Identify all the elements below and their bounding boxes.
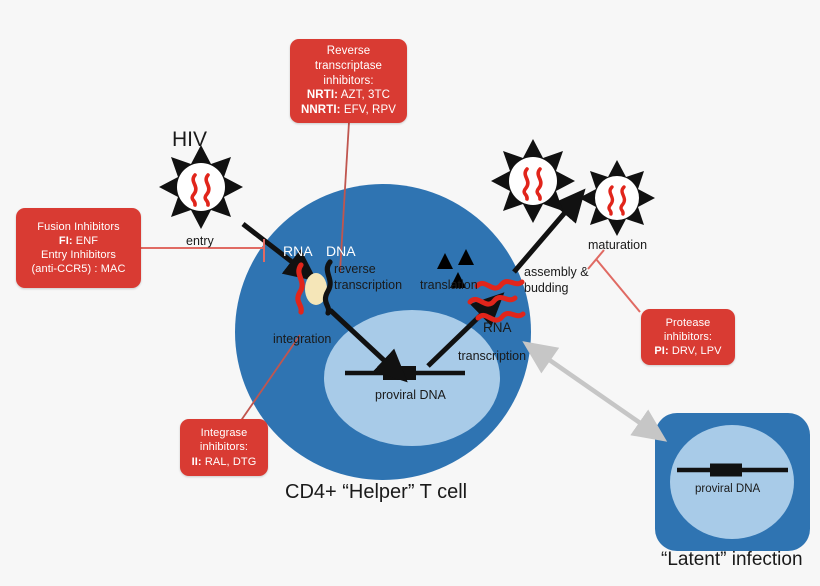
label-integration: integration <box>273 332 332 346</box>
rti-nnrti-entry: NNRTI: EFV, RPV <box>301 103 396 118</box>
fi-line-1: Fusion Inhibitors <box>37 220 120 233</box>
pi-entry: PI: DRV, LPV <box>654 344 721 358</box>
label-rna-entering: RNA <box>283 243 313 259</box>
nnrti-class-label: NNRTI: <box>300 104 341 117</box>
cd4-cell-label: CD4+ “Helper” T cell <box>285 481 468 503</box>
nrti-class-label: NRTI: <box>306 89 339 102</box>
nrti-drugs: AZT, 3TC <box>338 89 391 102</box>
ii-line-2: inhibitors: <box>199 441 249 454</box>
rti-nrti-entry: NRTI: AZT, 3TC <box>307 88 390 103</box>
label-rna-cytoplasm: RNA <box>483 320 512 335</box>
pi-drugs: DRV, LPV <box>668 345 722 358</box>
transcription-arrow <box>426 292 505 368</box>
entry-arrow <box>241 222 318 282</box>
label-entry: entry <box>186 234 214 248</box>
fi-entry: FI: ENF <box>59 234 98 248</box>
ii-entry: II: RAL, DTG <box>192 455 257 469</box>
hiv-virion-mature <box>579 160 655 236</box>
hiv-label: HIV <box>172 128 208 151</box>
ii-drugs: RAL, DTG <box>201 455 257 468</box>
connector-protease-inhibitors <box>587 249 641 313</box>
label-dna-entering: DNA <box>326 243 356 259</box>
fi-drugs: ENF <box>72 234 99 247</box>
label-proviral-dna-active: proviral DNA <box>375 388 446 402</box>
nnrti-drugs: EFV, RPV <box>340 104 397 117</box>
latent-infection-label: “Latent” infection <box>661 549 803 570</box>
connector-rt-inhibitors <box>339 121 350 273</box>
label-maturation: maturation <box>588 238 648 252</box>
drug-box-protease-inhibitors[interactable]: Protease inhibitors: PI: DRV, LPV <box>641 309 735 365</box>
label-reverse-transcription-line2: transcription <box>334 278 403 292</box>
rti-line-2: transcriptase <box>314 59 383 72</box>
capsid-core <box>305 273 327 305</box>
rti-line-1: Reverse <box>326 45 371 58</box>
reverse-transcription-complex <box>295 259 333 316</box>
connector-fusion-inhibitors <box>141 239 265 262</box>
viral-protein-triangles <box>437 249 474 288</box>
hiv-virion-budded <box>491 139 575 223</box>
label-proviral-dna-latent: proviral DNA <box>695 483 761 495</box>
rti-line-3: inhibitors: <box>323 74 374 87</box>
assembly-budding-arrow <box>512 188 586 274</box>
pi-line-1: Protease <box>665 316 711 329</box>
latent-cell-nucleus <box>670 425 794 539</box>
ei-line-2: (anti-CCR5) : MAC <box>31 263 126 276</box>
ii-line-1: Integrase <box>200 427 248 440</box>
latent-proviral-dna <box>677 463 788 477</box>
label-translation: translation <box>420 278 478 292</box>
drug-box-integrase-inhibitors[interactable]: Integrase inhibitors: II: RAL, DTG <box>180 419 268 476</box>
pi-line-2: inhibitors: <box>663 330 713 343</box>
fi-class-label: FI: <box>58 234 73 247</box>
label-transcription: transcription <box>458 349 527 363</box>
integration-arrow <box>328 308 408 383</box>
latency-bidirectional-arrow <box>522 341 668 442</box>
ii-class-label: II: <box>191 455 202 468</box>
hiv-virion-free <box>159 145 243 229</box>
ei-line-1: Entry Inhibitors <box>41 249 116 261</box>
drug-box-reverse-transcriptase-inhibitors[interactable]: Reverse transcriptase inhibitors: NRTI: … <box>290 39 407 123</box>
pi-class-label: PI: <box>654 345 669 358</box>
drug-box-fusion-entry-inhibitors[interactable]: Fusion Inhibitors FI: ENF Entry Inhibito… <box>16 208 141 288</box>
connector-integrase-inhibitors <box>239 334 301 423</box>
label-assembly-line1: assembly & <box>524 265 589 279</box>
label-reverse-transcription-line1: reverse <box>334 262 376 276</box>
cytoplasmic-rna-strands <box>467 279 526 323</box>
label-assembly-line2: budding <box>524 281 569 295</box>
